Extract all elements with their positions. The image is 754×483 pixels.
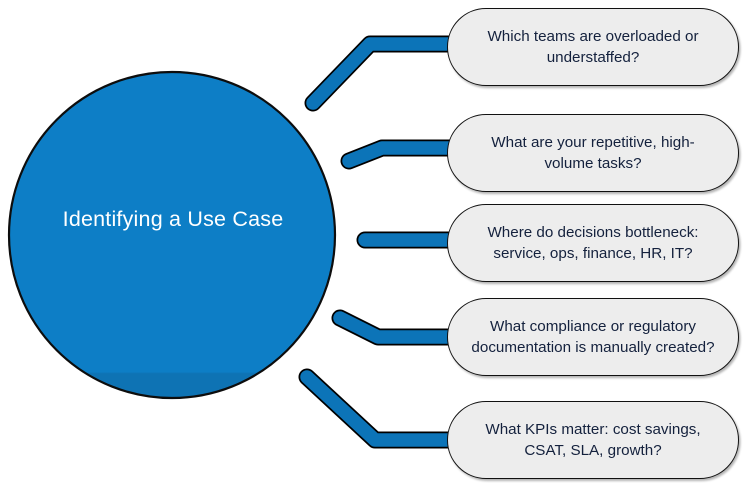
connector-4 [331, 309, 461, 346]
callout-text-4: What compliance or regulatory documentat… [471, 318, 715, 356]
connector-1 [304, 35, 461, 112]
callout-box-4[interactable]: What compliance or regulatory documentat… [447, 298, 739, 376]
callout-box-3[interactable]: Where do decisions bottleneck: service, … [447, 204, 739, 282]
callout-box-5[interactable]: What KPIs matter: cost savings, CSAT, SL… [447, 401, 739, 479]
callout-box-2[interactable]: What are your repetitive, high-volume ta… [447, 114, 739, 192]
callout-text-2: What are your repetitive, high-volume ta… [491, 134, 695, 172]
connector-2 [340, 139, 461, 170]
callout-text-1: Which teams are overloaded or understaff… [487, 28, 699, 66]
hub-circle-shape[interactable] [7, 70, 337, 400]
callout-box-1[interactable]: Which teams are overloaded or understaff… [447, 8, 739, 86]
connector-5 [298, 368, 461, 449]
hub-circle[interactable] [7, 70, 337, 400]
callout-text-5: What KPIs matter: cost savings, CSAT, SL… [485, 421, 701, 459]
callout-text-3: Where do decisions bottleneck: service, … [487, 224, 699, 262]
